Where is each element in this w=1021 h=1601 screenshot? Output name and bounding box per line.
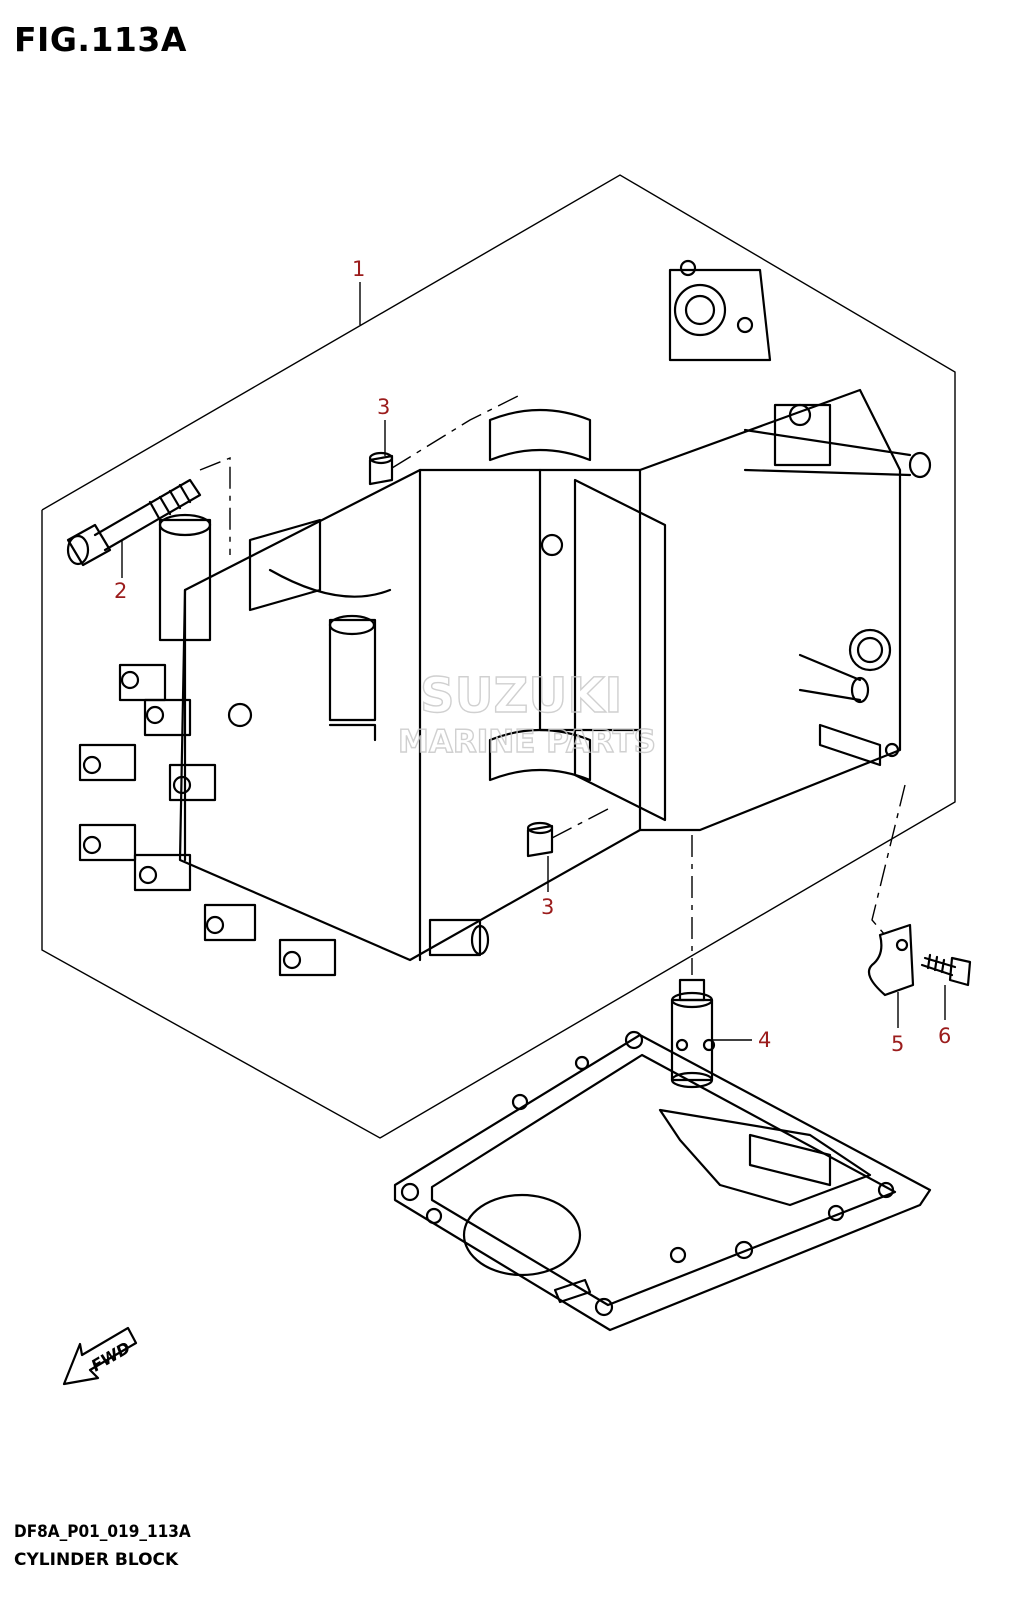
assembly-frame <box>41 174 956 1139</box>
callout-2[interactable]: 2 <box>114 579 127 603</box>
callout-3-lower[interactable]: 3 <box>541 895 554 919</box>
figure-code: DF8A_P01_019_113A <box>14 1522 191 1542</box>
figure-title: FIG.113A <box>14 20 187 59</box>
alignment-line-dowel-upper <box>391 394 521 469</box>
callout-6[interactable]: 6 <box>938 1024 951 1048</box>
callout-5[interactable]: 5 <box>891 1032 904 1056</box>
fwd-arrow-icon: FWD <box>62 1326 138 1386</box>
figure-caption: CYLINDER BLOCK <box>14 1550 179 1570</box>
screw-part[interactable] <box>920 953 972 987</box>
callout-4[interactable]: 4 <box>758 1028 771 1052</box>
bolt-part[interactable] <box>66 478 202 567</box>
clamp-part[interactable] <box>867 923 915 997</box>
callout-1[interactable]: 1 <box>352 257 365 281</box>
alignment-line-bolt <box>199 456 231 555</box>
dowel-pin-lower[interactable] <box>526 821 554 858</box>
callout-3-upper[interactable]: 3 <box>377 395 390 419</box>
fwd-arrow-label: FWD <box>88 1338 134 1375</box>
alignment-line-clamp <box>871 784 906 936</box>
dowel-pin-upper[interactable] <box>368 451 394 486</box>
cylinder-block-part[interactable] <box>78 259 932 977</box>
watermark-line2: MARINE PARTS <box>398 724 656 760</box>
watermark-logo: SUZUKI MARINE PARTS <box>397 667 656 760</box>
alignment-line-dowel-lower <box>551 807 611 839</box>
watermark-line1: SUZUKI <box>420 668 622 724</box>
gasket-part[interactable] <box>393 1030 932 1332</box>
